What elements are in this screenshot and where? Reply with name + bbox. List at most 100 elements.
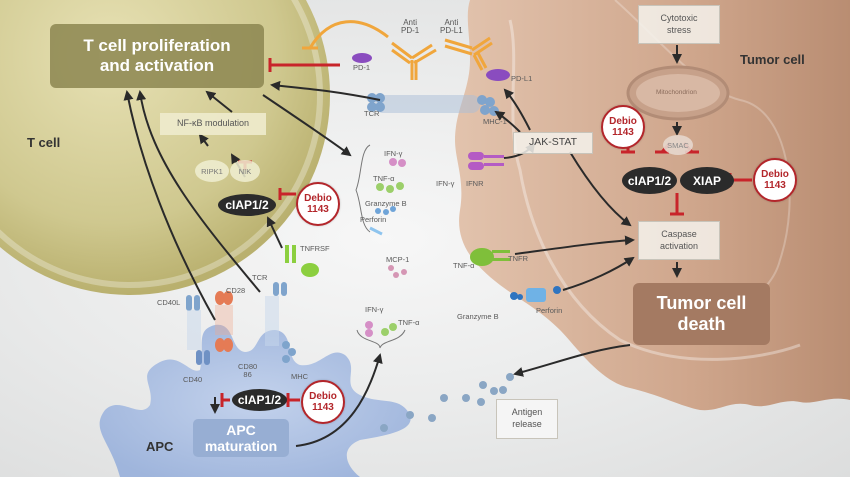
cd80-line1: CD80: [238, 362, 258, 371]
apc-maturation-line2: maturation: [204, 438, 278, 454]
debio-line2: 1143: [612, 127, 634, 138]
caspase-line2: activation: [659, 240, 699, 251]
ciap-tumor-node: cIAP1/2: [622, 167, 677, 194]
ripk1-node: RIPK1: [195, 160, 229, 182]
perforin-tumor-label: Perforin: [536, 306, 563, 315]
anti-pdl1-line1: Anti: [444, 18, 459, 27]
ifnr-receptor: [468, 152, 504, 170]
pd1-signal-arc: [308, 20, 389, 49]
mhc1-label: MHC-1: [483, 117, 507, 126]
ifng-ligand-label: IFN-γ: [436, 179, 455, 188]
anti-pd1-line1: Anti: [403, 18, 418, 27]
cytokine-cluster-tnfa: [376, 182, 404, 193]
anti-pdl1-line2: PD-L1: [440, 26, 463, 35]
antigen-particles: [380, 373, 514, 432]
perforin-pore: [510, 286, 561, 302]
mcp1-label: MCP-1: [386, 255, 410, 264]
tcr-bottom: [273, 282, 287, 296]
debio-line2: 1143: [312, 402, 334, 413]
cytokine-cluster-ifng: [389, 158, 406, 167]
tumor-death-line2: death: [677, 314, 726, 334]
nik-node: NIK: [230, 160, 260, 182]
cytokine-brace: [355, 144, 371, 233]
apc-maturation-line1: APC: [226, 421, 256, 438]
secreted-ifng-label: IFN-γ: [384, 149, 403, 158]
anti-pdl1-antibody: [444, 36, 493, 71]
mhc-receptor: [282, 341, 296, 363]
tcr-bottom-label: TCR: [252, 273, 268, 282]
debio-line2: 1143: [764, 180, 786, 191]
tnfa-ligand-label: TNF-α: [453, 261, 475, 270]
cd28-label: CD28: [226, 286, 246, 295]
ifnr-label: IFNR: [466, 179, 484, 188]
tnfr-label: TNFR: [508, 254, 528, 263]
antigen-line1: Antigen: [511, 407, 543, 418]
secreted-perforin-label: Perforin: [360, 215, 387, 224]
cd28-receptor: [215, 291, 233, 305]
cd40-receptor: [196, 350, 210, 365]
pd1-label: PD-1: [353, 63, 371, 72]
tumor-cell-label: Tumor cell: [740, 52, 805, 67]
cytotoxic-line2: stress: [666, 24, 691, 35]
secreted-granzyme-label: Granzyme B: [365, 199, 407, 208]
smac-node: SMAC: [663, 135, 693, 155]
anti-pd1-antibody: [391, 41, 437, 80]
cd40l-receptor: [186, 295, 200, 311]
pd1-receptor: [352, 53, 372, 63]
t-cell-activation-line2: and activation: [99, 56, 215, 75]
apc-secreted-ifng-label: IFN-γ: [365, 305, 384, 314]
tnfrsf-receptor: [285, 245, 319, 277]
t-cell-membrane: [0, 0, 323, 288]
ciap-apc-node: cIAP1/2: [232, 389, 287, 411]
granzyme-b-tumor-label: Granzyme B: [457, 312, 499, 321]
tnfrsf-label: TNFRSF: [300, 244, 330, 253]
pdl1-label: PD-L1: [511, 74, 533, 83]
cytokine-cluster-granzyme: [375, 206, 396, 215]
secreted-tnfa-label: TNF-α: [373, 174, 395, 183]
jak-stat-box: JAK-STAT: [513, 132, 593, 154]
apc-secreted-cluster: [365, 321, 397, 337]
mcp1-cluster: [388, 265, 407, 278]
debio-line1: Debio: [309, 390, 337, 402]
nfkb-modulation-box: NF-κB modulation: [160, 113, 266, 135]
debio-line2: 1143: [307, 204, 329, 215]
t-cell-activation-line1: T cell proliferation: [83, 36, 231, 56]
caspase-line1: Caspase: [661, 228, 697, 239]
antigen-line2: release: [512, 419, 542, 429]
debio-line1: Debio: [761, 168, 789, 180]
tumor-death-line1: Tumor cell: [656, 293, 747, 314]
cd80-line2: 86: [243, 369, 252, 379]
t-cell-label: T cell: [27, 135, 61, 150]
anti-pd1-line2: PD-1: [401, 26, 420, 35]
cd80-receptor: [215, 338, 233, 352]
apc-secreted-tnfa-label: TNF-α: [398, 318, 420, 327]
apc-label: APC: [146, 439, 174, 454]
pdl1-receptor: [486, 69, 510, 81]
ciap-tcell-node: cIAP1/2: [218, 194, 276, 216]
tnfr-receptor: [470, 248, 510, 266]
tcr-mhc-bridge: [375, 95, 480, 113]
cd40-label: CD40: [183, 375, 203, 384]
xiap-node: XIAP: [680, 167, 734, 194]
tcr-top-label: TCR: [364, 109, 380, 118]
cytotoxic-line1: Cytotoxic: [660, 12, 698, 23]
mitochondrion-label: Mitochondrion: [656, 89, 697, 96]
debio-line1: Debio: [609, 115, 637, 127]
mhc-label: MHC: [291, 372, 309, 381]
debio-line1: Debio: [304, 192, 332, 204]
cd40l-label: CD40L: [157, 298, 181, 307]
